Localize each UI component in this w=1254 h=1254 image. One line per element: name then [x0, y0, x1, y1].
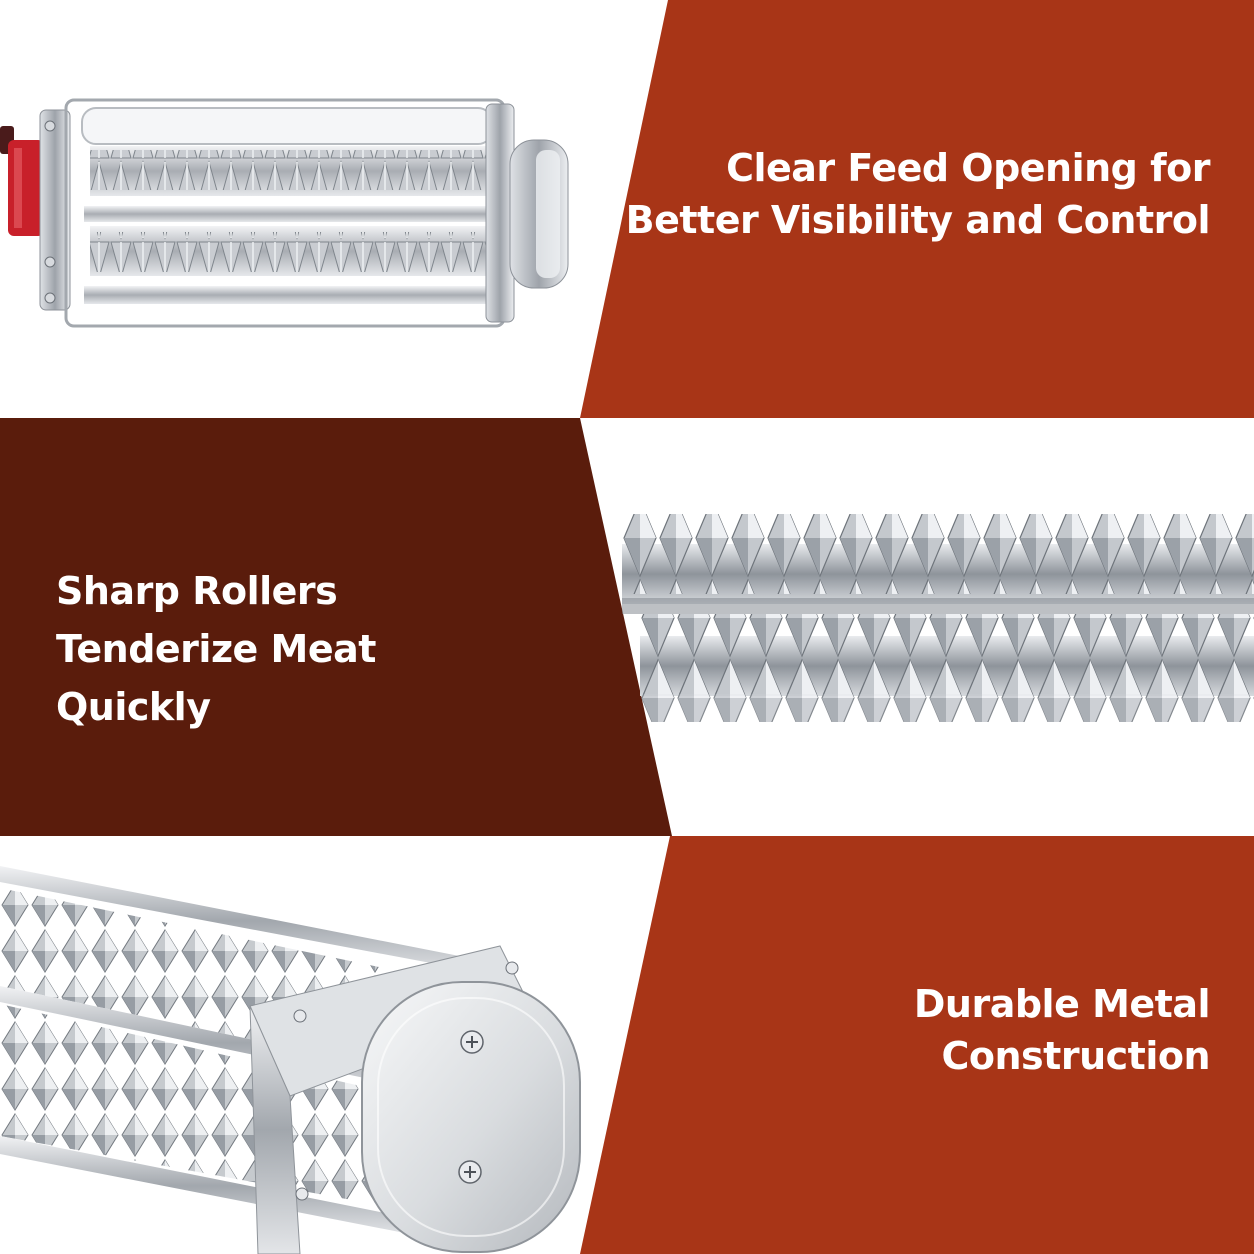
- end-cap-closeup-image: [0, 866, 581, 1254]
- feature-panel-sharp-rollers: Sharp Rollers Tenderize Meat Quickly: [0, 418, 1254, 836]
- rust-band-shape: [580, 836, 1254, 1254]
- rust-band-shape: [580, 0, 1254, 418]
- tenderizer-attachment-image: [0, 98, 569, 328]
- caption-line: Sharp Rollers: [56, 569, 338, 613]
- caption-line: Tenderize Meat: [56, 627, 376, 671]
- feature-caption-feed-opening: Clear Feed Opening for Better Visibility…: [625, 142, 1211, 246]
- caption-line: Durable Metal: [913, 982, 1211, 1026]
- caption-line: Clear Feed Opening for: [726, 146, 1210, 190]
- feature-caption-durable-metal: Durable Metal Construction: [913, 978, 1211, 1082]
- feature-panel-feed-opening: Clear Feed Opening for Better Visibility…: [0, 0, 1254, 418]
- caption-line: Better Visibility and Control: [625, 198, 1211, 242]
- feature-panel-durable-metal: Durable Metal Construction: [0, 836, 1254, 1254]
- dark-brown-band-shape: [0, 418, 672, 836]
- caption-line: Quickly: [56, 685, 211, 729]
- feature-caption-sharp-rollers: Sharp Rollers Tenderize Meat Quickly: [56, 562, 376, 736]
- caption-line: Construction: [941, 1034, 1211, 1078]
- roller-closeup-image: [622, 514, 1254, 722]
